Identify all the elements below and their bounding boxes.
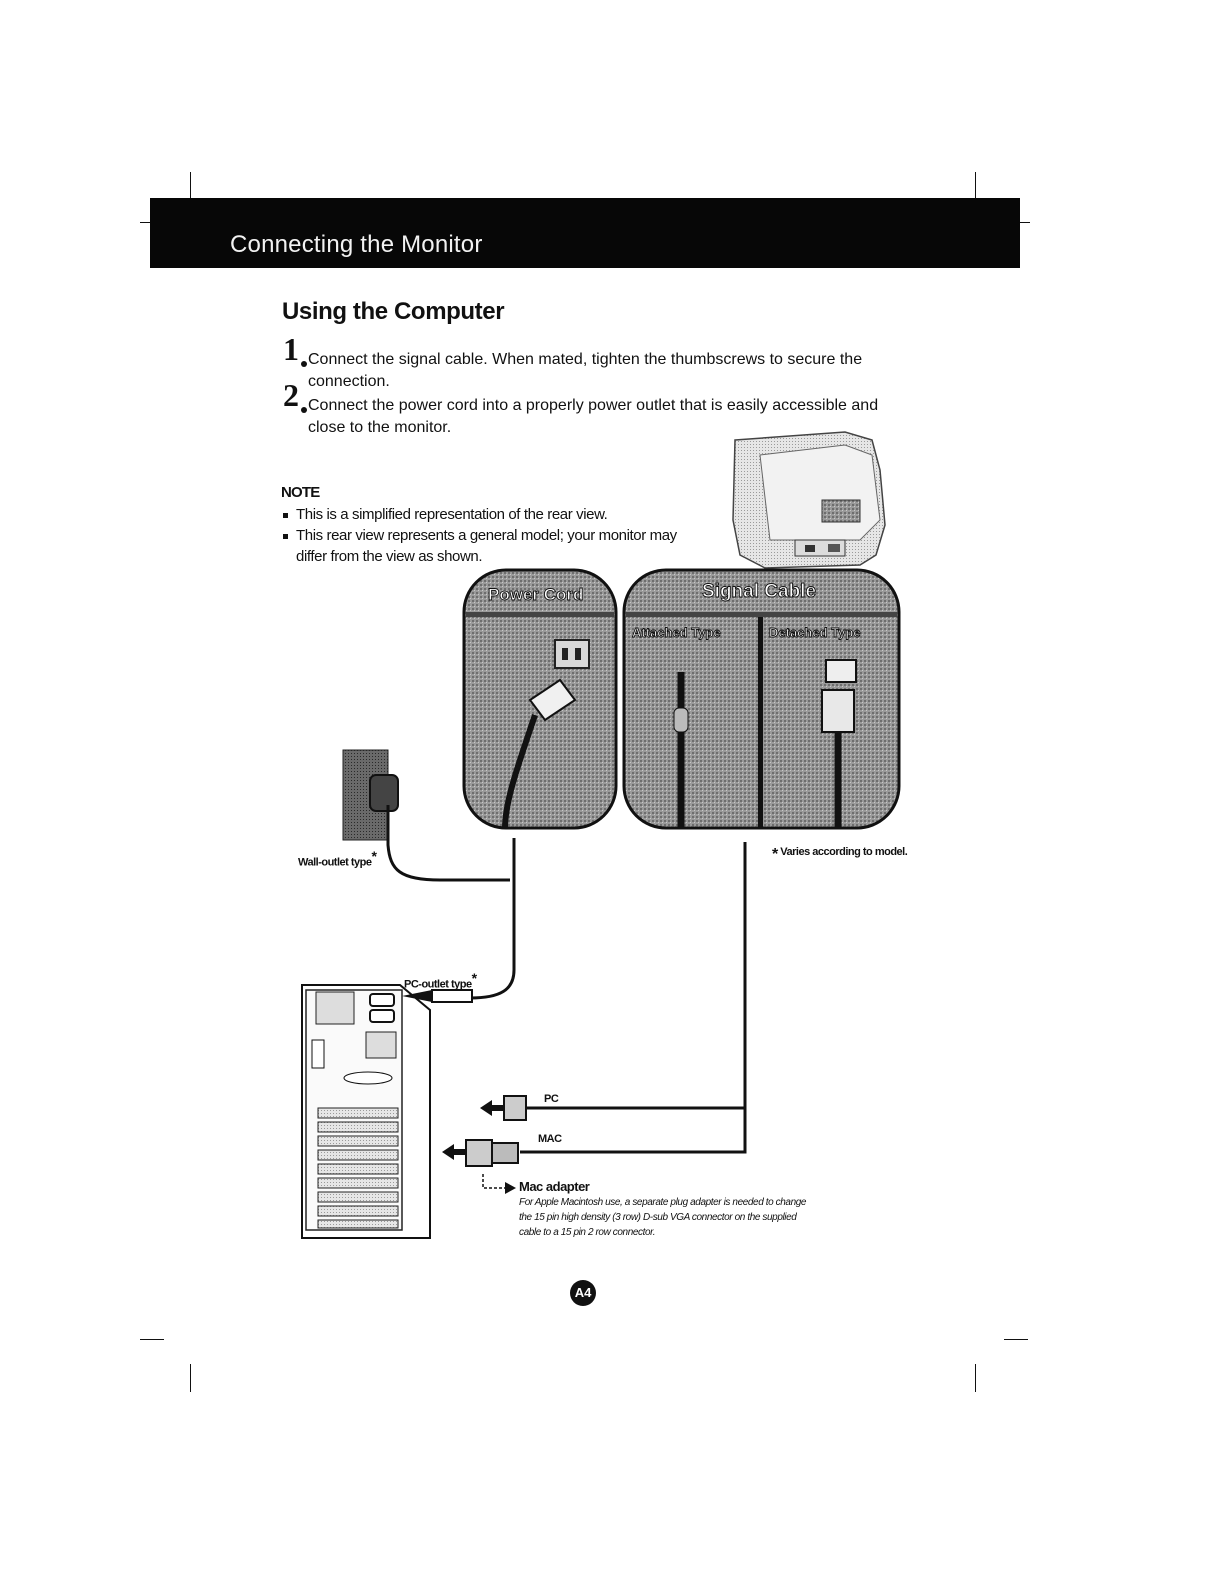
power-cord-panel [464, 570, 616, 828]
attached-type-label: Attached Type [632, 625, 721, 640]
mac-connector [442, 1140, 518, 1166]
mac-adapter-title: Mac adapter [519, 1179, 589, 1194]
signal-cable-label: Signal Cable [702, 581, 816, 602]
signal-cable-panel [624, 570, 899, 828]
page-number: A4 [570, 1280, 596, 1306]
detached-type-label: Detached Type [769, 625, 861, 640]
monitor-illustration [733, 432, 885, 568]
varies-note: * Varies according to model. [772, 846, 907, 864]
power-cord-label: Power Cord [488, 585, 583, 604]
wall-outlet-label: Wall-outlet type* [298, 848, 376, 869]
pc-label: PC [544, 1093, 558, 1105]
pc-connector [480, 1096, 526, 1120]
mac-adapter-text: For Apple Macintosh use, a separate plug… [519, 1195, 809, 1240]
mac-adapter-pointer [483, 1174, 516, 1194]
pc-outlet-label: PC-outlet type* [404, 970, 477, 991]
mac-label: MAC [538, 1133, 562, 1145]
wall-outlet [343, 750, 398, 840]
pc-tower [302, 985, 430, 1238]
